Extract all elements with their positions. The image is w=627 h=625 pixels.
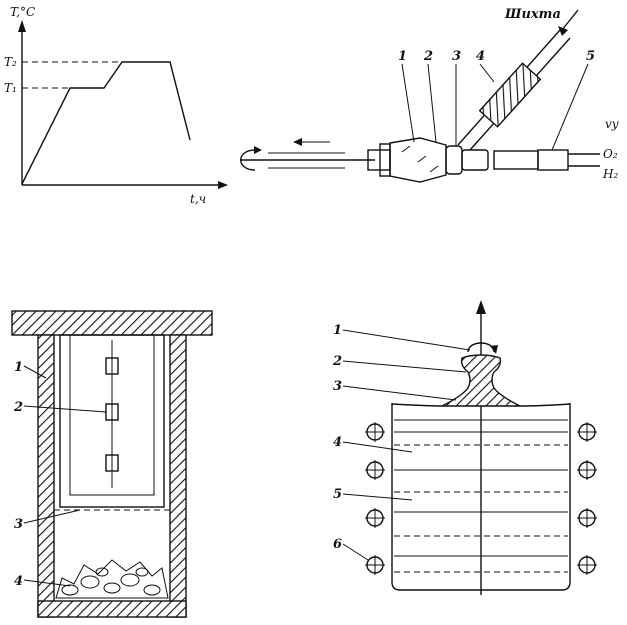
t2-tick-label: T₂ bbox=[4, 55, 17, 69]
crystal-hatch-a bbox=[401, 145, 411, 153]
feed-label: Шихта bbox=[504, 7, 561, 22]
crucible-lid bbox=[11, 310, 213, 336]
gas-coupling bbox=[493, 150, 539, 170]
verneuil-apparatus: Шихта O₂ H₂ vy 1 2 3 4 5 bbox=[240, 7, 619, 183]
crucible-right-wall bbox=[169, 334, 187, 618]
melt-layers bbox=[394, 419, 568, 573]
czochralski-apparatus: 1 2 3 4 5 6 bbox=[332, 300, 597, 595]
crystal-hatch-c bbox=[429, 165, 439, 173]
heater-left-4 bbox=[365, 555, 385, 575]
pull-axis-arrow bbox=[476, 300, 486, 314]
gas-tube bbox=[537, 149, 569, 171]
leader-1 bbox=[401, 63, 415, 143]
temperature-profile bbox=[21, 61, 191, 185]
heater-left-1 bbox=[365, 422, 385, 442]
callout-3: 3 bbox=[452, 49, 461, 64]
x-axis-arrow bbox=[218, 181, 228, 189]
callout-5: 5 bbox=[586, 49, 595, 64]
leader-4 bbox=[342, 441, 413, 453]
charge-rubble bbox=[55, 559, 169, 599]
heater-left-3 bbox=[365, 508, 385, 528]
leader-6 bbox=[342, 543, 369, 561]
callout-3: 3 bbox=[333, 379, 342, 394]
crystal-boule bbox=[389, 137, 447, 183]
heater-right-4 bbox=[577, 555, 597, 575]
callout-1: 1 bbox=[398, 49, 407, 64]
leader-1 bbox=[23, 365, 47, 379]
x-axis-label: t,ч bbox=[190, 192, 206, 206]
leader-3 bbox=[23, 509, 81, 524]
crucible-left-wall bbox=[37, 334, 55, 618]
callout-5: 5 bbox=[333, 487, 342, 502]
callout-1: 1 bbox=[14, 360, 23, 375]
callout-1: 1 bbox=[333, 323, 342, 338]
rotation-arrowhead-icon bbox=[490, 345, 498, 354]
inner-ampoule-core bbox=[69, 334, 155, 496]
direction-arrowhead-icon bbox=[293, 138, 302, 146]
seed-bottom bbox=[105, 454, 119, 472]
temperature-time-graph: T,°C t,ч T₂ T₁ bbox=[4, 5, 228, 206]
burner-nozzle bbox=[461, 149, 489, 171]
callout-6: 6 bbox=[333, 537, 342, 552]
leader-5 bbox=[551, 63, 589, 151]
callout-2: 2 bbox=[332, 354, 342, 369]
leader-4 bbox=[479, 63, 495, 83]
seed-top bbox=[105, 357, 119, 375]
feed-arrowhead-icon bbox=[558, 26, 568, 36]
leader-3 bbox=[342, 385, 457, 401]
czochralski-crucible bbox=[391, 403, 571, 591]
feed-arrow bbox=[561, 9, 579, 31]
heater-right-1 bbox=[577, 422, 597, 442]
o2-label: O₂ bbox=[603, 147, 618, 161]
crystal-hatch-b bbox=[417, 155, 427, 163]
feed-coil bbox=[478, 62, 542, 128]
leader-5 bbox=[342, 493, 413, 501]
leader-2 bbox=[23, 405, 107, 413]
leader-4 bbox=[23, 579, 71, 587]
leader-2 bbox=[342, 360, 467, 373]
callout-2: 2 bbox=[423, 49, 433, 64]
crucible-bottom bbox=[37, 600, 187, 618]
callout-2: 2 bbox=[13, 400, 23, 415]
grown-crystal bbox=[441, 354, 521, 407]
heater-right-3 bbox=[577, 508, 597, 528]
callout-4: 4 bbox=[476, 49, 485, 64]
side-mark: vy bbox=[605, 117, 619, 131]
melt-zone bbox=[445, 145, 463, 175]
callout-3: 3 bbox=[14, 517, 23, 532]
t1-tick-label: T₁ bbox=[4, 81, 17, 95]
heater-coils bbox=[365, 422, 597, 575]
callout-4: 4 bbox=[333, 435, 342, 450]
holder-collar bbox=[379, 143, 391, 177]
callout-4: 4 bbox=[14, 574, 23, 589]
heater-left-2 bbox=[365, 460, 385, 480]
y-axis-label: T,°C bbox=[10, 5, 35, 19]
leader-1 bbox=[342, 329, 471, 351]
crucible-apparatus: 1 2 3 4 bbox=[11, 310, 213, 618]
melt-surface bbox=[391, 403, 571, 407]
heater-right-2 bbox=[577, 460, 597, 480]
h2-label: H₂ bbox=[602, 167, 618, 181]
leader-2 bbox=[427, 63, 437, 143]
y-axis-arrow bbox=[18, 20, 26, 32]
rotation-arrowhead-icon bbox=[254, 146, 262, 154]
